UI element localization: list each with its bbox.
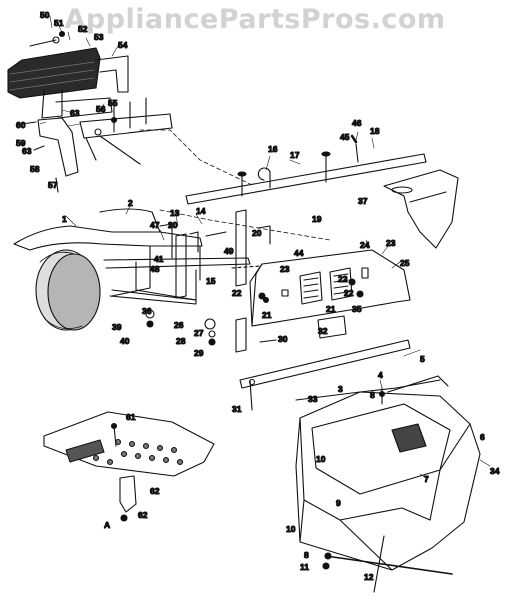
callout-25: 25: [400, 258, 410, 268]
leader-lines: [39, 15, 491, 479]
callout-26: 26: [174, 320, 184, 330]
callout-6: 6: [480, 432, 485, 442]
callout-35: 35: [352, 304, 362, 314]
callout-5: 5: [420, 354, 425, 364]
callout-32: 32: [318, 326, 328, 336]
callout-48: 49: [224, 246, 234, 256]
callout-36: 36: [142, 306, 152, 316]
axle-bars: [185, 134, 427, 411]
reference-line: [139, 129, 251, 185]
callout-2: 2: [128, 198, 133, 208]
callout-21b: 21: [262, 310, 272, 320]
callout-18: 18: [370, 126, 380, 136]
callout-17: 17: [290, 150, 300, 160]
callout-19: 19: [312, 214, 322, 224]
callout-20a: 20: [168, 220, 178, 230]
callout-61: 62: [150, 486, 160, 496]
callout-15: 15: [206, 276, 216, 286]
callout-43: 44: [294, 248, 304, 258]
rear-tire: [35, 249, 101, 331]
footrest-plate: [43, 411, 215, 522]
rear-panel: [249, 249, 411, 339]
callout-31: 31: [232, 404, 242, 414]
callout-45: 46: [352, 118, 362, 128]
callout-7: 7: [424, 474, 429, 484]
callout-33: 33: [308, 394, 318, 404]
callout-21a: 21: [326, 304, 336, 314]
callout-4: 4: [378, 370, 383, 380]
callout-37: 37: [358, 196, 368, 206]
callout-41: 41: [154, 254, 164, 264]
watermark: AppliancePartsPros.com: [64, 4, 446, 35]
callout-46: 47: [150, 220, 160, 230]
callout-22b: 22: [338, 274, 348, 284]
callout-29: 29: [194, 348, 204, 358]
callout-52: 53: [94, 32, 104, 42]
callout-23a: 23: [280, 264, 290, 274]
callout-49: 50: [40, 10, 50, 20]
callout-22a: 22: [232, 288, 242, 298]
callout-14: 14: [196, 206, 206, 216]
callout-63: A: [104, 520, 110, 530]
callout-8b: 8: [304, 550, 309, 560]
callout-16: 16: [268, 144, 278, 154]
callout-a-upper: 63: [70, 108, 80, 118]
callout-a-lower: 63: [22, 146, 32, 156]
callout-11: 11: [300, 562, 309, 572]
callout-58: 59: [16, 138, 26, 148]
callout-28: 28: [176, 336, 186, 346]
callout-40: 40: [120, 336, 130, 346]
callout-60: 61: [126, 412, 136, 422]
hardware-fasteners: [145, 278, 364, 353]
weight-bracket-assembly: [7, 30, 173, 193]
callout-3: 3: [338, 384, 343, 394]
callout-56: 57: [48, 180, 58, 190]
callout-57: 58: [30, 164, 40, 174]
callout-39: 39: [112, 322, 122, 332]
callout-50: 51: [54, 18, 64, 28]
callout-27: 27: [194, 328, 204, 338]
callout-8a: 8: [370, 390, 375, 400]
callout-1: 1: [62, 214, 67, 224]
hitch-bracket: [383, 169, 459, 249]
callout-55: 56: [96, 104, 106, 114]
callout-62: 62: [138, 510, 148, 520]
callout-labels: 50 51 52 53 54 55 56 63 60 59 63 58 57 1…: [15, 9, 500, 582]
callout-51: 52: [78, 24, 88, 34]
callout-20b: 20: [252, 228, 262, 238]
callout-53: 54: [118, 40, 128, 50]
callout-12: 12: [364, 572, 374, 582]
callout-54: 55: [108, 98, 118, 108]
callout-22c: 22: [344, 288, 354, 298]
callout-24: 24: [360, 240, 370, 250]
callout-10b: 10: [286, 524, 296, 534]
callout-13: 13: [170, 208, 180, 218]
callout-59: 60: [16, 120, 26, 130]
callout-47: 48: [150, 264, 160, 274]
callout-30: 30: [278, 334, 288, 344]
callout-9: 9: [336, 498, 341, 508]
callout-44: 45: [340, 132, 350, 142]
main-frame: [13, 208, 331, 305]
bag-frame-assembly: [295, 375, 481, 593]
callout-34: 34: [490, 466, 500, 476]
callout-23b: 23: [386, 238, 396, 248]
callout-10a: 10: [316, 454, 326, 464]
